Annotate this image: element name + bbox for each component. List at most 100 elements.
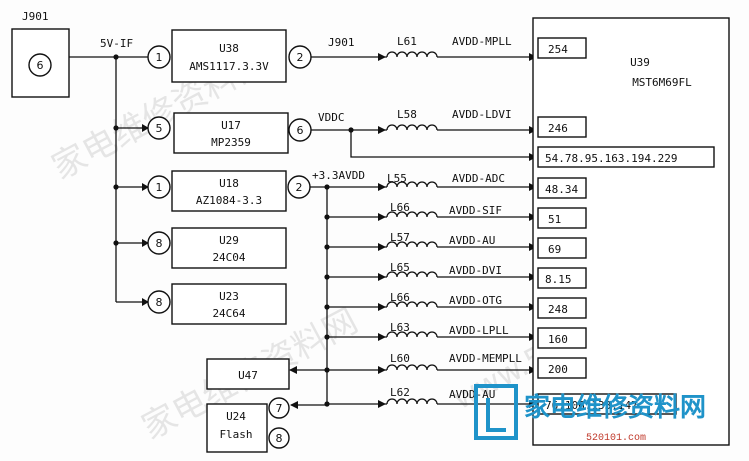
watermark-logo-text: 家电维修资料网: [524, 392, 706, 423]
u17-out-net: VDDC: [318, 111, 345, 124]
pin-box-dvi: [537, 267, 587, 289]
u17-part: MP2359: [211, 136, 251, 149]
u38-out-net: J901: [328, 36, 355, 49]
u38-block: [171, 29, 287, 83]
pin-box-mempll: [537, 357, 587, 379]
u17-ref: U17: [221, 119, 241, 132]
u29-in-pin-circle: [147, 231, 171, 255]
wire-arrowhead: [378, 53, 386, 61]
supply-net-label: 5V-IF: [100, 37, 133, 50]
supply-branches: [116, 127, 148, 303]
pin-dvi: 8.15: [545, 273, 572, 286]
u23-part: 24C64: [212, 307, 245, 320]
u23-in-pin: 8: [156, 296, 163, 309]
u24-block: [206, 403, 268, 453]
u29-in-pin: 8: [156, 237, 163, 250]
pin-box-vddc: [537, 146, 715, 168]
u17-in-pin: 5: [156, 122, 163, 135]
rail-0-inductor: L61: [397, 35, 417, 48]
rail-9-inductor: L60: [390, 352, 410, 365]
junction-dot: [324, 184, 330, 190]
inductor-coil: [386, 124, 438, 131]
wire-arrowhead: [378, 366, 386, 374]
inductor-coil: [386, 271, 438, 278]
main-ic-block: [532, 17, 730, 446]
inductor-coil: [386, 398, 438, 405]
u18-in-pin: 1: [156, 181, 163, 194]
pin-mpll: 254: [548, 43, 568, 56]
wire-arrowhead: [378, 400, 386, 408]
pin-sif: 51: [548, 213, 561, 226]
wire-arrowhead: [378, 333, 386, 341]
inductor-coil: [386, 181, 438, 188]
rail-8-net: AVDD-LPLL: [449, 324, 509, 337]
inductor-coil: [386, 211, 438, 218]
u24-pin-7: 7: [276, 402, 283, 415]
rail-7-inductor: L66: [390, 291, 410, 304]
main-ic-part: MST6M69FL: [632, 76, 692, 89]
wire-arrowhead: [378, 303, 386, 311]
pin-mempll: 200: [548, 363, 568, 376]
u23-ref: U23: [219, 290, 239, 303]
u47-ref: U47: [238, 369, 258, 382]
connector-pin-circle: [28, 53, 52, 77]
u24-arrowhead: [290, 401, 298, 409]
rail-1-inductor: L58: [397, 108, 417, 121]
u18-out-net: +3.3AVDD: [312, 169, 365, 182]
wire-arrowhead: [378, 183, 386, 191]
inductor-coils: [386, 51, 438, 405]
u24-pin-7-circle: [268, 397, 290, 419]
inductor-coil: [386, 51, 438, 58]
inductor-coil: [386, 364, 438, 371]
rail-0-net: AVDD-MPLL: [452, 35, 512, 48]
rail-6-net: AVDD-DVI: [449, 264, 502, 277]
u47-arrowhead: [289, 366, 297, 374]
inductor-coil: [386, 241, 438, 248]
pin-box-adc: [537, 177, 587, 199]
wire-arrowhead: [378, 243, 386, 251]
pin-au2: 76.106.133.147: [545, 399, 638, 412]
u29-ref: U29: [219, 234, 239, 247]
u24-pin-8-circle: [268, 427, 290, 449]
u23-in-pin-circle: [147, 290, 171, 314]
u18-in-pin-circle: [147, 175, 171, 199]
pin-au: 69: [548, 243, 561, 256]
junction-dot: [113, 54, 119, 60]
rail-3-net: AVDD-ADC: [452, 172, 505, 185]
u38-in-pin-circle: [147, 45, 171, 69]
pin-lpll: 160: [548, 333, 568, 346]
pin-adc: 48.34: [545, 183, 578, 196]
watermark-url: 520101.com: [586, 433, 646, 444]
pin-box-mpll: [537, 37, 587, 59]
u29-block: [171, 227, 287, 269]
pin-vddc: 54.78.95.163.194.229: [545, 152, 677, 165]
rail-4-net: AVDD-SIF: [449, 204, 502, 217]
rail-7-net: AVDD-OTG: [449, 294, 502, 307]
rail-vddc-branch: [350, 130, 533, 158]
pin-box-ldvi: [537, 116, 587, 138]
rail-4-inductor: L66: [390, 201, 410, 214]
rail-5-net: AVDD-AU: [449, 234, 495, 247]
u17-in-pin-circle: [147, 116, 171, 140]
connector-box: [11, 28, 70, 98]
supply-arrowheads: [142, 124, 149, 306]
pin-box-lpll: [537, 327, 587, 349]
pin-box-otg: [537, 297, 587, 319]
pin-box-sif: [537, 207, 587, 229]
u47-block: [206, 358, 290, 390]
u38-ref: U38: [219, 42, 239, 55]
pin-ldvi: 246: [548, 122, 568, 135]
u17-out-pin: 6: [297, 124, 304, 137]
wire-arrowhead: [378, 273, 386, 281]
inductor-coil: [386, 301, 438, 308]
rail-1-net: AVDD-LDVI: [452, 108, 512, 121]
junction-dot: [348, 127, 354, 133]
wire-arrowhead: [378, 126, 386, 134]
inductor-coil: [386, 331, 438, 338]
u18-ref: U18: [219, 177, 239, 190]
u38-in-pin: 1: [156, 51, 163, 64]
rail-3-inductor: L55: [387, 172, 407, 185]
rail-6-inductor: L65: [390, 261, 410, 274]
